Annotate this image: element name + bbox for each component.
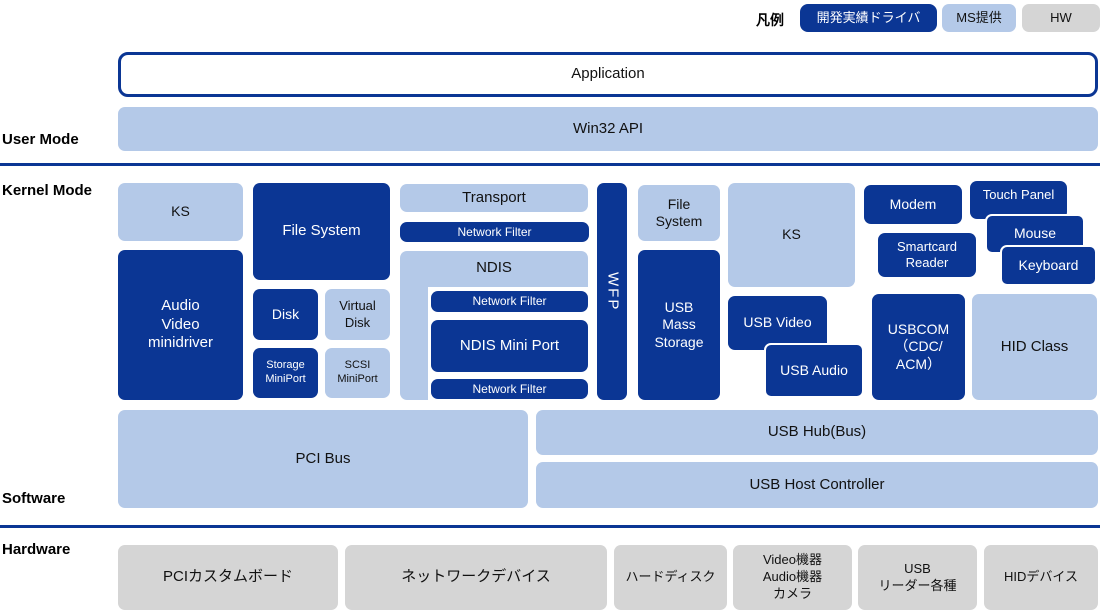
box-audio-video-minidriver: Audio Video minidriver [118,250,243,400]
box-usb-hub: USB Hub(Bus) [536,410,1098,455]
box-storage-miniport: Storage MiniPort [253,348,318,398]
layer-label-user-mode: User Mode [2,131,79,148]
legend-title: 凡例 [756,12,784,28]
box-usb-host-controller: USB Host Controller [536,462,1098,508]
box-usb-mass-storage: USB Mass Storage [638,250,720,400]
box-ndis-mini-port: NDIS Mini Port [431,320,588,372]
box-win32-api: Win32 API [118,107,1098,151]
separator-user-kernel [0,163,1100,166]
layer-label-software: Software [2,490,66,507]
box-network-filter-mid: Network Filter [431,291,588,312]
layer-label-kernel-mode: Kernel Mode [2,182,93,199]
box-file-system-left: File System [253,183,390,280]
legend-item-ms-provided: MS提供 [942,4,1016,32]
ndis-label: NDIS [476,258,512,276]
box-modem: Modem [864,185,962,224]
box-ks-left: KS [118,183,243,241]
box-ks-right: KS [728,183,855,287]
box-hw-usb-readers: USB リーダー各種 [858,545,977,610]
box-smartcard-reader: Smartcard Reader [878,233,976,277]
legend-item-developed-driver: 開発実績ドライバ [800,4,937,32]
box-wfp: WFP [597,183,627,400]
box-hw-hard-disk: ハードディスク [614,545,727,610]
box-touch-panel: Touch Panel [970,181,1067,219]
box-hw-network-device: ネットワークデバイス [345,545,607,610]
box-pci-bus: PCI Bus [118,410,528,508]
box-hw-pci-custom-board: PCIカスタムボード [118,545,338,610]
box-file-system-right: File System [638,185,720,241]
box-disk: Disk [253,289,318,340]
legend-item-hw: HW [1022,4,1100,32]
box-usbcom: USBCOM （CDC/ ACM） [872,294,965,400]
box-hw-hid-device: HIDデバイス [984,545,1098,610]
box-usb-audio: USB Audio [764,343,864,398]
box-keyboard: Keyboard [1000,245,1097,286]
box-network-filter-top: Network Filter [400,222,589,242]
box-application: Application [118,52,1098,97]
box-virtual-disk: Virtual Disk [325,289,390,340]
box-hid-class: HID Class [972,294,1097,400]
box-usb-video: USB Video [728,296,827,350]
layer-label-hardware: Hardware [2,541,71,558]
box-scsi-miniport: SCSI MiniPort [325,348,390,398]
box-transport: Transport [400,184,588,212]
box-hw-av-devices: Video機器 Audio機器 カメラ [733,545,852,610]
box-network-filter-bottom: Network Filter [431,379,588,399]
separator-software-hardware [0,525,1100,528]
